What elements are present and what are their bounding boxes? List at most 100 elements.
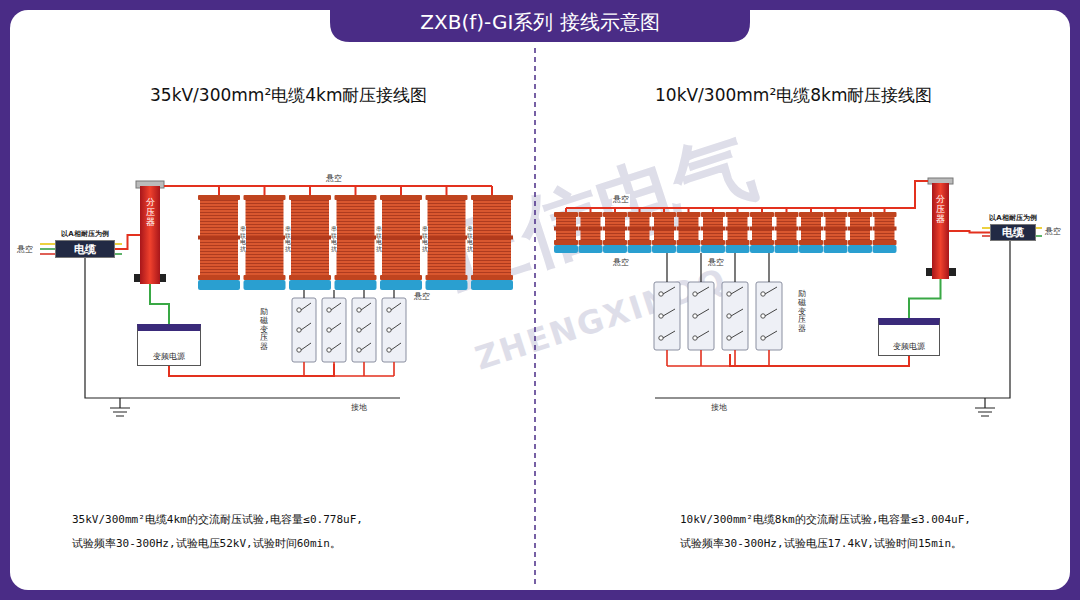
terminal [297, 348, 301, 352]
hv-drop [590, 208, 592, 212]
reactor-label: 串联电抗 [467, 226, 473, 252]
hv-drop [737, 208, 739, 212]
coil-base [726, 245, 750, 253]
node-text: 分压器 [146, 198, 155, 284]
coil-flange [701, 212, 725, 217]
hv-drop [884, 208, 886, 212]
lv-wires [667, 253, 769, 282]
hv-drop [264, 186, 266, 195]
switch-blade [765, 309, 777, 316]
exciter-panels [292, 298, 406, 362]
coil-flange [198, 195, 240, 200]
coil-base [873, 245, 897, 253]
terminal [727, 314, 731, 318]
switch-blade [331, 343, 341, 350]
wire-connector [150, 284, 169, 324]
switch-blade [697, 309, 709, 316]
ground-note: 接地 [350, 402, 368, 413]
hv-drop [309, 186, 311, 195]
hv-drop [446, 186, 448, 195]
hv-drop [835, 208, 837, 212]
hv-drop [712, 208, 714, 212]
vf-power-box: 变频电源 [878, 318, 940, 356]
coil-flange [579, 240, 603, 245]
coil-base [426, 280, 468, 290]
coil-base [198, 280, 240, 290]
coil-flange [471, 195, 513, 200]
switch-blade [663, 287, 675, 294]
cable-box: 以A相耐压为例电缆 [55, 240, 115, 258]
test-note: 35kV/300mm²电缆4km的交流耐压试验,电容量≤0.778uF, 试验频… [72, 508, 392, 556]
terminal [387, 348, 391, 352]
coil-base [554, 245, 578, 253]
coil-flange [750, 212, 774, 217]
coil-flange [701, 227, 725, 231]
reactor-label: 串联电抗 [240, 226, 246, 252]
coil-flange [873, 212, 897, 217]
coil-flange [628, 212, 652, 217]
terminal [387, 328, 391, 332]
switch-blade [391, 323, 401, 330]
exciter-transformer: 励磁变压器 [650, 280, 810, 354]
coil-flange [554, 240, 578, 245]
coil-flange [289, 195, 331, 200]
hv-wire [164, 185, 492, 187]
terminal [659, 314, 663, 318]
coil-flange [701, 240, 725, 245]
cable-box: 以A相耐压为例电缆 [990, 224, 1036, 241]
ground-note: 接地 [710, 402, 728, 413]
hv-drop [761, 208, 763, 212]
voltage-divider: 分压器 [932, 183, 949, 279]
switch-blade [765, 331, 777, 338]
terminal [387, 308, 391, 312]
switch-blade [663, 331, 675, 338]
hv-drop [400, 186, 402, 195]
switch-blade [663, 309, 675, 316]
coil-flange [628, 240, 652, 245]
coil-base [603, 245, 627, 253]
switch-blade [697, 331, 709, 338]
coil-flange [824, 227, 848, 231]
coil-base [289, 280, 331, 290]
reactor-label: 串联电抗 [376, 226, 382, 252]
terminal [327, 308, 331, 312]
coil-flange [426, 195, 468, 200]
switch-blade [731, 309, 743, 316]
reactor-label: 串联电抗 [331, 226, 337, 252]
ground-wire [85, 258, 400, 416]
coil-flange [603, 227, 627, 231]
node-text: 励磁变压器 [260, 308, 268, 352]
exciter-transformer: 励磁变压器 [256, 298, 412, 364]
coil-flange [198, 236, 240, 240]
switch-blade [331, 323, 341, 330]
diagram-title: ZXB(f)-GI系列 接线示意图 [420, 9, 659, 36]
cable-cores [40, 228, 1042, 254]
terminal [693, 336, 697, 340]
wire-connector [115, 235, 140, 249]
coil-flange [380, 275, 422, 280]
terminal [357, 348, 361, 352]
panel-heading: 35kV/300mm²电缆4km耐压接线图 [150, 84, 427, 107]
coil-flange [652, 227, 676, 231]
float-note: 悬空 [612, 257, 630, 268]
coil-flange [579, 212, 603, 217]
divider-line [534, 48, 536, 585]
coil-flange [799, 227, 823, 231]
coil-flange [873, 240, 897, 245]
terminal [327, 328, 331, 332]
hv-drop [859, 208, 861, 212]
coil-flange [848, 240, 872, 245]
hv-drop [565, 208, 567, 212]
node-heading: 以A相耐压为例 [989, 213, 1036, 223]
terminal [357, 328, 361, 332]
coil-flange [426, 275, 468, 280]
coil-flange [726, 227, 750, 231]
hv-drop [688, 208, 690, 212]
switch-blade [731, 331, 743, 338]
coil-flange [289, 236, 331, 240]
coil-flange [335, 236, 377, 240]
coil-base [677, 245, 701, 253]
vf-power-box: 变频电源 [137, 324, 201, 366]
hv-drop [355, 186, 357, 195]
switch-blade [361, 323, 371, 330]
